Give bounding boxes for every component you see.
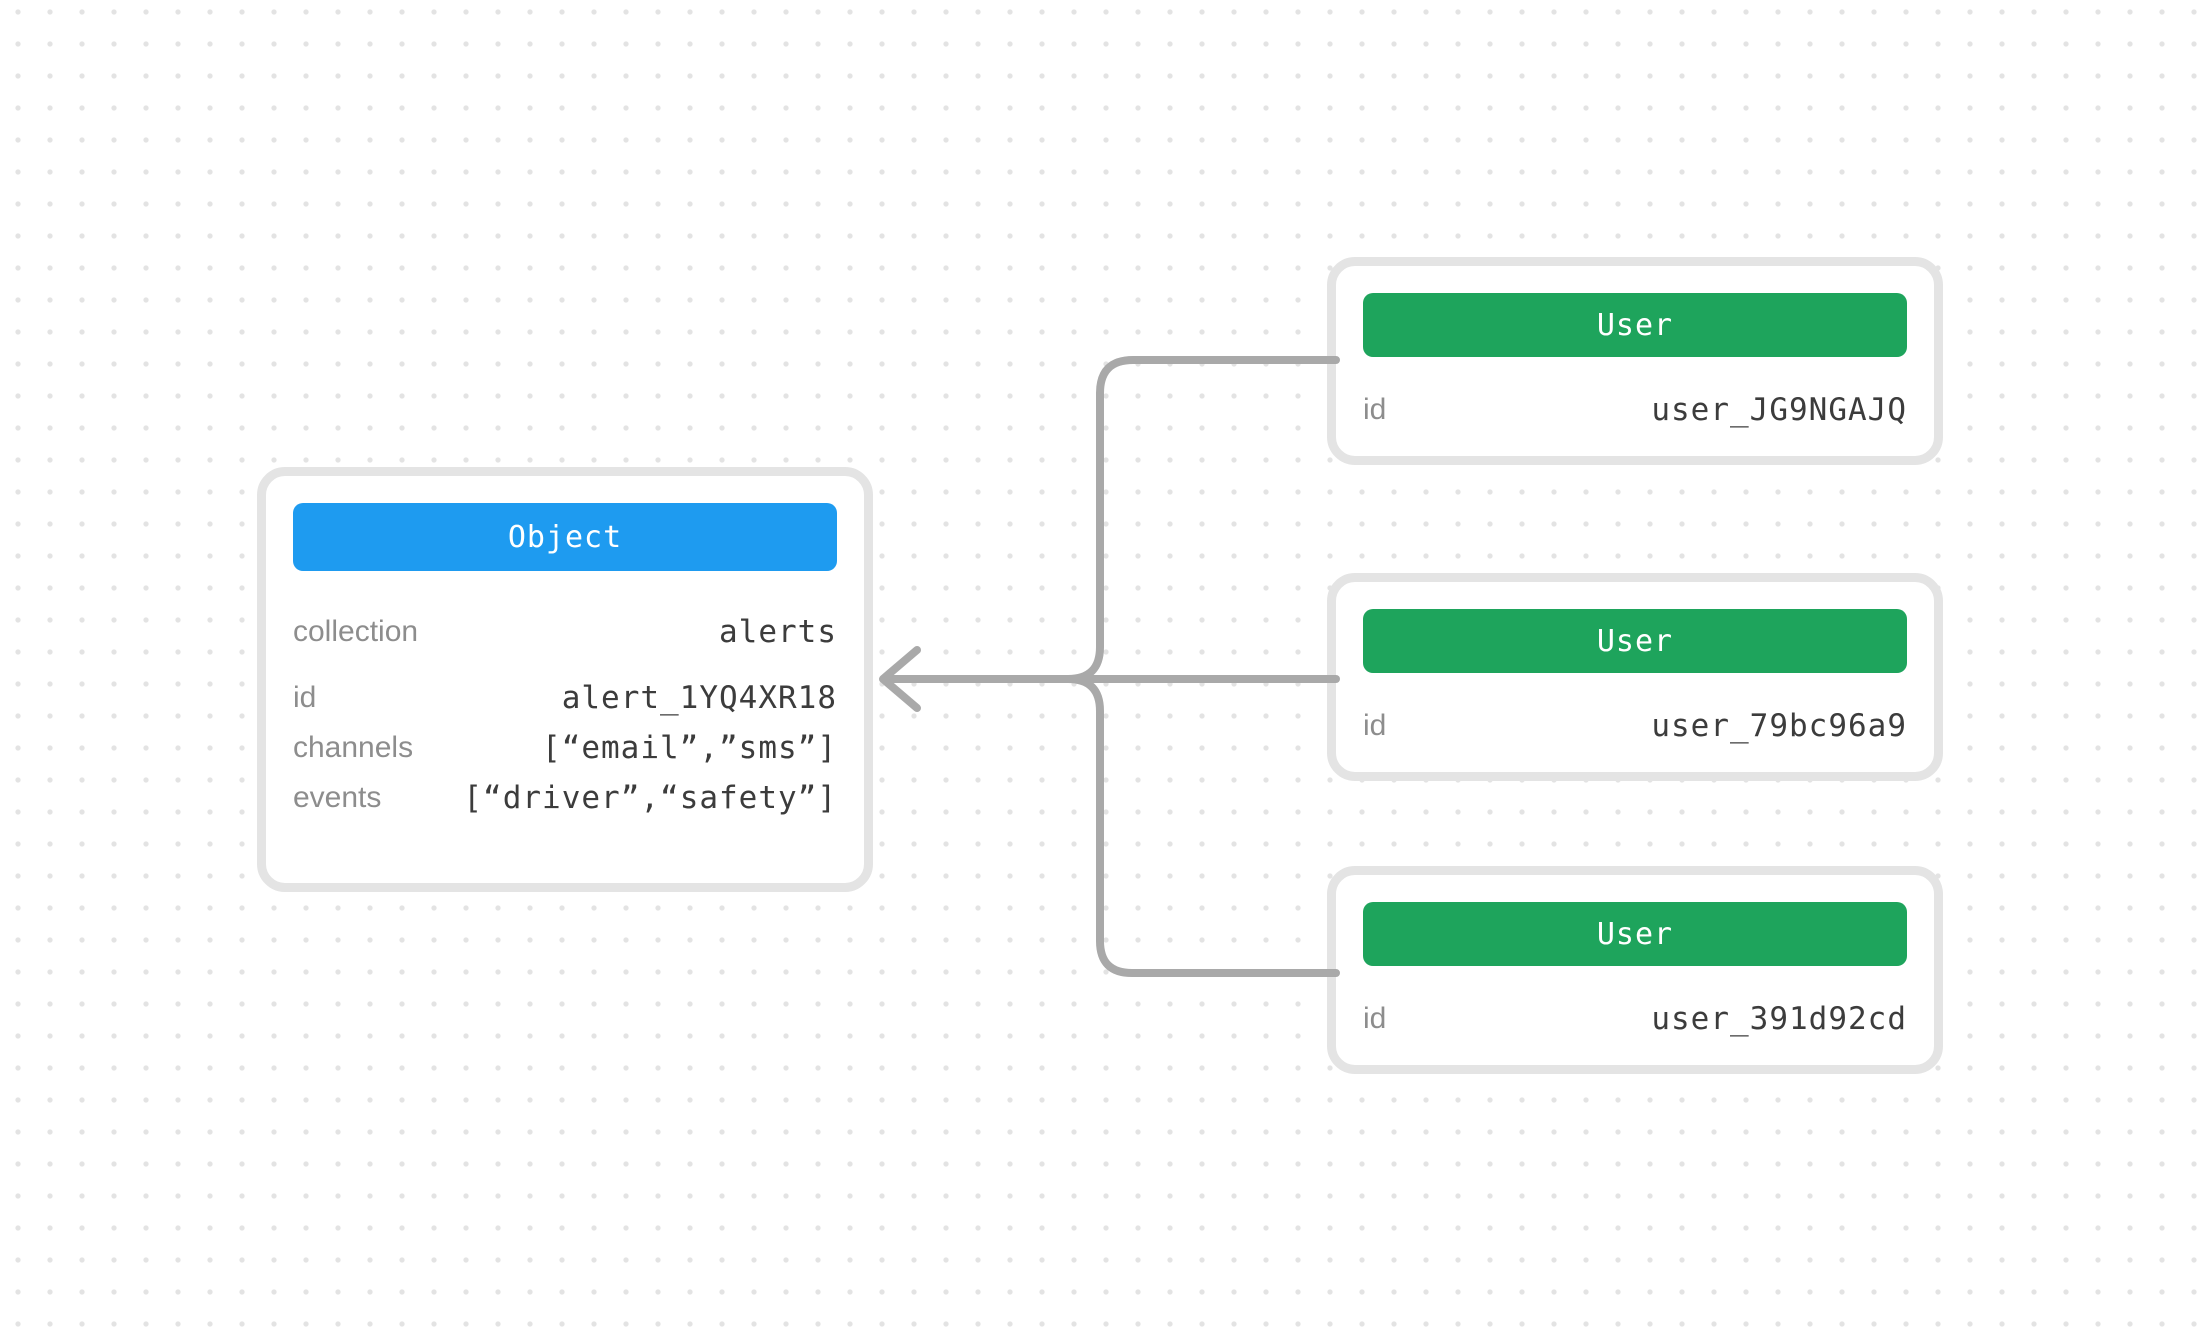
field-row-id: id user_391d92cd: [1363, 995, 1907, 1043]
user-node-fields: id user_JG9NGAJQ: [1336, 386, 1934, 434]
field-row-id: id user_79bc96a9: [1363, 702, 1907, 750]
field-value: user_79bc96a9: [1651, 708, 1907, 744]
user-node-title: User: [1596, 307, 1674, 343]
connector-branch-top: [1064, 356, 1340, 683]
object-node-title: Object: [507, 519, 623, 555]
user-node-header: User: [1363, 902, 1907, 966]
field-row-id: id alert_1YQ4XR18: [293, 674, 837, 722]
field-value: [“driver”,“safety”]: [463, 780, 837, 816]
field-label: id: [293, 681, 317, 714]
object-node-header: Object: [293, 503, 837, 571]
field-row-events: events [“driver”,“safety”]: [293, 774, 837, 822]
field-value: alerts: [719, 614, 837, 650]
field-label: channels: [293, 731, 414, 764]
field-label: events: [293, 781, 382, 814]
connector-arrowhead-icon: [879, 646, 921, 712]
object-node-fields: collection alerts id alert_1YQ4XR18 chan…: [266, 608, 864, 822]
field-value: alert_1YQ4XR18: [561, 680, 837, 716]
user-node-fields: id user_79bc96a9: [1336, 702, 1934, 750]
field-value: user_391d92cd: [1651, 1001, 1907, 1037]
field-row-collection: collection alerts: [293, 608, 837, 656]
user-node-1[interactable]: User id user_JG9NGAJQ: [1327, 257, 1943, 465]
field-row-channels: channels [“email”,”sms”]: [293, 724, 837, 772]
user-node-title: User: [1596, 916, 1674, 952]
user-node-fields: id user_391d92cd: [1336, 995, 1934, 1043]
user-node-3[interactable]: User id user_391d92cd: [1327, 866, 1943, 1074]
field-value: [“email”,”sms”]: [542, 730, 837, 766]
field-label: id: [1363, 1002, 1387, 1035]
user-node-header: User: [1363, 609, 1907, 673]
user-node-2[interactable]: User id user_79bc96a9: [1327, 573, 1943, 781]
field-label: collection: [293, 615, 419, 648]
field-label: id: [1363, 709, 1387, 742]
field-label: id: [1363, 393, 1387, 426]
field-row-id: id user_JG9NGAJQ: [1363, 386, 1907, 434]
connector-branch-bottom: [1064, 675, 1340, 977]
field-value: user_JG9NGAJQ: [1651, 392, 1907, 428]
user-node-header: User: [1363, 293, 1907, 357]
object-node[interactable]: Object collection alerts id alert_1YQ4XR…: [257, 467, 873, 892]
user-node-title: User: [1596, 623, 1674, 659]
